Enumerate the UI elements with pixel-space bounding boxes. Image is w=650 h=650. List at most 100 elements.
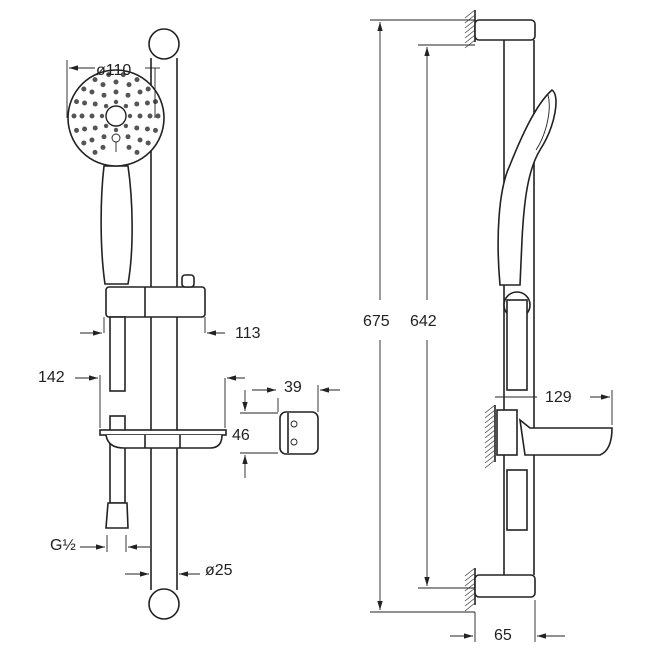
hatch-line [464, 582, 476, 592]
nozzle [101, 134, 107, 140]
nozzle [134, 77, 140, 83]
nozzle [147, 113, 153, 119]
nozzle [113, 99, 119, 105]
nozzle [123, 103, 129, 109]
hatch-line [484, 434, 496, 444]
soap-dish [99, 429, 227, 449]
nozzle [89, 137, 95, 143]
nozzle [92, 149, 98, 155]
nozzle [123, 123, 129, 129]
hatch-line [484, 429, 496, 439]
nozzle [74, 99, 80, 105]
dim-hose-offset: 142 [38, 369, 65, 386]
hatch-line [464, 39, 476, 49]
dim-connection-thread: G½ [50, 537, 76, 554]
nozzle [155, 113, 161, 119]
nozzle [100, 144, 106, 150]
nozzle [92, 101, 98, 107]
nozzle [137, 89, 143, 95]
nozzle [120, 72, 126, 78]
hatch-line [464, 34, 476, 44]
hand-shower [67, 69, 165, 285]
nozzle [152, 99, 158, 105]
nozzle [126, 144, 132, 150]
hatch-line [464, 577, 476, 587]
hatch-line [484, 414, 496, 424]
nozzle [134, 125, 140, 131]
hose [105, 316, 129, 529]
nozzle [81, 140, 87, 146]
hatch-line [484, 409, 496, 419]
hatch-line [464, 24, 476, 34]
hatch-line [464, 29, 476, 39]
dim-total-height: 675 [363, 313, 390, 330]
nozzle [103, 123, 109, 129]
hatch-line [464, 597, 476, 607]
nozzle [145, 140, 151, 146]
nozzle [137, 137, 143, 143]
dim-rail-diameter: ø25 [205, 562, 233, 579]
nozzle [113, 79, 119, 85]
nozzle [134, 101, 140, 107]
dim-wall-distance: 65 [494, 627, 512, 644]
nozzle [71, 113, 77, 119]
nozzle [125, 134, 131, 140]
hatch-line [464, 572, 476, 582]
hatch-line [464, 602, 476, 612]
nozzle [82, 100, 88, 106]
hatch-line [484, 419, 496, 429]
nozzle [79, 113, 85, 119]
dim-bracket-height: 46 [232, 427, 250, 444]
nozzle [144, 126, 150, 132]
wall-hatching [464, 9, 496, 612]
nozzle [113, 127, 119, 133]
nozzle [106, 72, 112, 78]
hatch-line [484, 449, 496, 459]
slide-rail [148, 28, 180, 620]
nozzle [100, 82, 106, 88]
hatch-line [464, 14, 476, 24]
hatch-line [464, 19, 476, 29]
nozzle [113, 89, 119, 95]
hatch-line [464, 9, 476, 19]
nozzle [89, 113, 95, 119]
nozzle [101, 92, 107, 98]
side-hand-shower [497, 89, 557, 531]
nozzle [99, 113, 105, 119]
nozzle [134, 149, 140, 155]
nozzle [82, 126, 88, 132]
hatch-line [464, 592, 476, 602]
front-view: ø110 113 142 39 46 G½ ø25 [38, 28, 340, 620]
nozzle [92, 125, 98, 131]
hatch-line [464, 567, 476, 577]
hatch-line [484, 424, 496, 434]
nozzle [126, 82, 132, 88]
nozzle [127, 113, 133, 119]
dim-holder-projection: 113 [235, 325, 261, 342]
slider-holder [105, 274, 206, 318]
hatch-line [484, 444, 496, 454]
front-dimension-lines [66, 60, 340, 577]
side-dimension-lines [370, 19, 613, 642]
dim-bracket-centers: 642 [410, 313, 437, 330]
hatch-line [484, 404, 496, 414]
dim-bracket-width: 39 [284, 379, 302, 396]
nozzle [137, 113, 143, 119]
nozzle [103, 103, 109, 109]
side-soap-dish [496, 409, 613, 456]
nozzle [89, 89, 95, 95]
nozzles [71, 72, 161, 155]
nozzle [92, 77, 98, 83]
dim-soap-dish-depth: 129 [545, 389, 572, 406]
nozzle [125, 92, 131, 98]
nozzle [145, 86, 151, 92]
dim-head-diameter: ø110 [96, 62, 131, 79]
hatch-line [464, 587, 476, 597]
nozzle [152, 127, 158, 133]
side-view: 675 642 129 65 [363, 9, 613, 644]
nozzle [144, 100, 150, 106]
hatch-line [484, 439, 496, 449]
hatch-line [484, 459, 496, 469]
